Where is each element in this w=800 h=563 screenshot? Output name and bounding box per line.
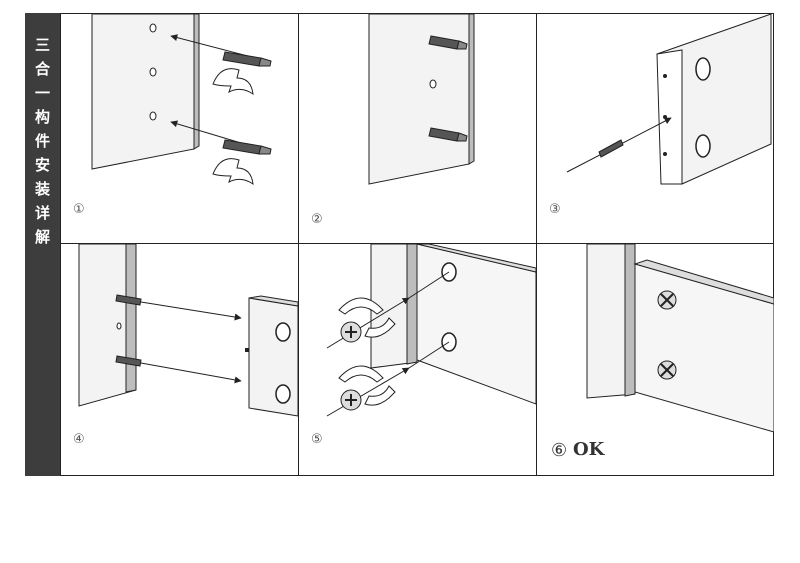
step-number: ③ <box>549 202 561 217</box>
step-4-panel: ④ <box>61 244 298 475</box>
step-number: ④ <box>73 432 85 447</box>
sidebar-title-char: 一 <box>34 84 50 102</box>
bolt-icon <box>222 139 272 155</box>
bolt-icon <box>222 51 272 67</box>
grid-divider <box>298 13 299 476</box>
sidebar-banner: 三 合 一 构 件 安 装 详 解 <box>25 13 60 476</box>
step-5-panel: ⑤ <box>299 244 536 475</box>
step-4-illustration <box>78 244 298 417</box>
sidebar-title-char: 详 <box>34 204 50 222</box>
screw-head-icon <box>657 360 677 380</box>
sidebar-title-char: 合 <box>34 60 50 78</box>
step-2-illustration <box>368 14 475 185</box>
bolt-icon <box>598 139 624 158</box>
cam-lock-icon <box>338 365 396 411</box>
bolt-icon <box>115 294 142 306</box>
step-number: ① <box>73 202 85 217</box>
step-5-illustration <box>326 244 536 417</box>
step-3-panel: ③ <box>537 14 774 243</box>
sidebar-title-char: 件 <box>34 132 50 150</box>
ok-label: OK <box>573 439 605 460</box>
sidebar-title: 三 合 一 构 件 安 装 详 解 <box>25 33 60 249</box>
step-number: ⑤ <box>311 432 323 447</box>
step-6-panel: ⑥ OK <box>537 244 774 475</box>
bolt-icon <box>428 35 468 50</box>
screw-head-icon <box>657 290 677 310</box>
step-2-panel: ② <box>299 14 536 243</box>
bolt-icon <box>115 355 142 367</box>
step-6-illustration <box>586 244 774 433</box>
cam-lock-icon <box>338 297 396 343</box>
step-1-illustration <box>91 14 272 186</box>
sidebar-title-char: 三 <box>34 36 50 54</box>
sidebar-title-char: 构 <box>34 108 50 126</box>
grid-divider <box>536 13 537 476</box>
step-number: ② <box>311 212 323 227</box>
curved-arrow-icon <box>212 68 254 96</box>
sidebar-title-char: 装 <box>34 180 50 198</box>
sidebar-title-char: 解 <box>34 228 50 246</box>
step-number: ⑥ <box>551 440 568 461</box>
bolt-icon <box>428 127 468 142</box>
step-1-panel: ① <box>61 14 298 243</box>
curved-arrow-icon <box>212 158 254 186</box>
step-3-illustration <box>566 14 772 185</box>
sidebar-title-char: 安 <box>34 156 50 174</box>
